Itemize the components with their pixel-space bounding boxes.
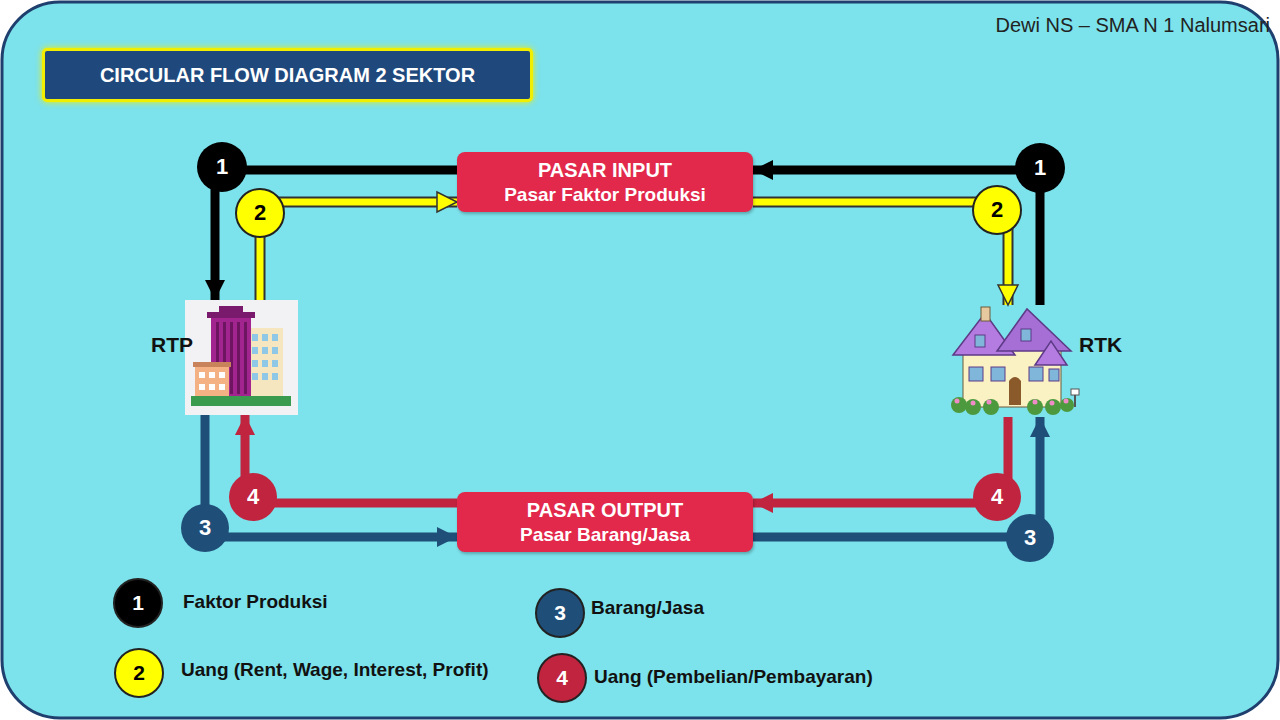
flow-arrow-outline [753, 202, 1008, 305]
flow-arrow [215, 170, 457, 300]
flow-arrow-line [753, 417, 1040, 537]
flow-arrow-line [205, 415, 457, 537]
node-heading: PASAR OUTPUT [527, 498, 683, 523]
building-illustration [185, 300, 298, 415]
callout-number: 1 [216, 154, 228, 180]
market-box: PASAR INPUTPasar Faktor Produksi [457, 152, 753, 212]
house-illustration [945, 305, 1080, 417]
flow-arrow-line [753, 170, 1040, 305]
household-node: RTK [945, 305, 1080, 417]
callout-circle: 3 [181, 504, 229, 552]
callout-circle: 2 [972, 185, 1022, 235]
callout-circle: 4 [229, 473, 277, 521]
flow-arrow [753, 417, 1040, 537]
flow-arrow [245, 415, 457, 503]
flow-arrow-line [245, 415, 457, 503]
flow-arrow [753, 417, 1008, 503]
callout-number: 2 [254, 200, 266, 226]
flow-arrow [260, 202, 457, 300]
flow-arrow-line [753, 202, 1008, 305]
flow-arrow-outline [260, 202, 457, 300]
callout-circle: 1 [197, 142, 247, 192]
flow-arrow-line [753, 417, 1008, 503]
flow-arrow [753, 170, 1040, 305]
callout-number: 4 [247, 484, 259, 510]
flow-arrow [753, 202, 1008, 305]
node-subtitle: Pasar Faktor Produksi [504, 183, 706, 207]
callout-number: 4 [991, 484, 1003, 510]
callout-circle: 2 [235, 188, 285, 238]
node-subtitle: Pasar Barang/Jasa [520, 523, 690, 547]
legend-number: 3 [540, 601, 580, 625]
flow-arrow-line [260, 202, 457, 300]
node-heading: RTP [151, 333, 193, 357]
flow-arrow-line [215, 170, 457, 300]
title: CIRCULAR FLOW DIAGRAM 2 SEKTOR [100, 64, 475, 87]
callout-circle: 4 [973, 473, 1021, 521]
market-box: PASAR OUTPUTPasar Barang/Jasa [457, 492, 753, 552]
legend-text: Faktor Produksi [183, 590, 328, 614]
callout-circle: 1 [1015, 143, 1065, 193]
producer-node: RTP [185, 300, 298, 415]
node-heading: PASAR INPUT [538, 158, 672, 183]
title-box: CIRCULAR FLOW DIAGRAM 2 SEKTOR [42, 48, 533, 102]
legend-number: 4 [542, 666, 582, 690]
legend-text: Uang (Rent, Wage, Interest, Profit) [181, 658, 489, 682]
callout-circle: 3 [1006, 514, 1054, 562]
legend-text: Barang/Jasa [591, 596, 704, 620]
legend-number: 1 [118, 591, 158, 615]
callout-number: 3 [199, 515, 211, 541]
callout-number: 1 [1034, 155, 1046, 181]
callout-number: 2 [991, 197, 1003, 223]
legend-number: 2 [119, 661, 159, 685]
legend-text: Uang (Pembelian/Pembayaran) [594, 665, 873, 689]
flow-arrow [205, 415, 457, 537]
node-heading: RTK [1079, 333, 1122, 357]
watermark: Dewi NS – SMA N 1 Nalumsari [995, 12, 1270, 38]
callout-number: 3 [1024, 525, 1036, 551]
